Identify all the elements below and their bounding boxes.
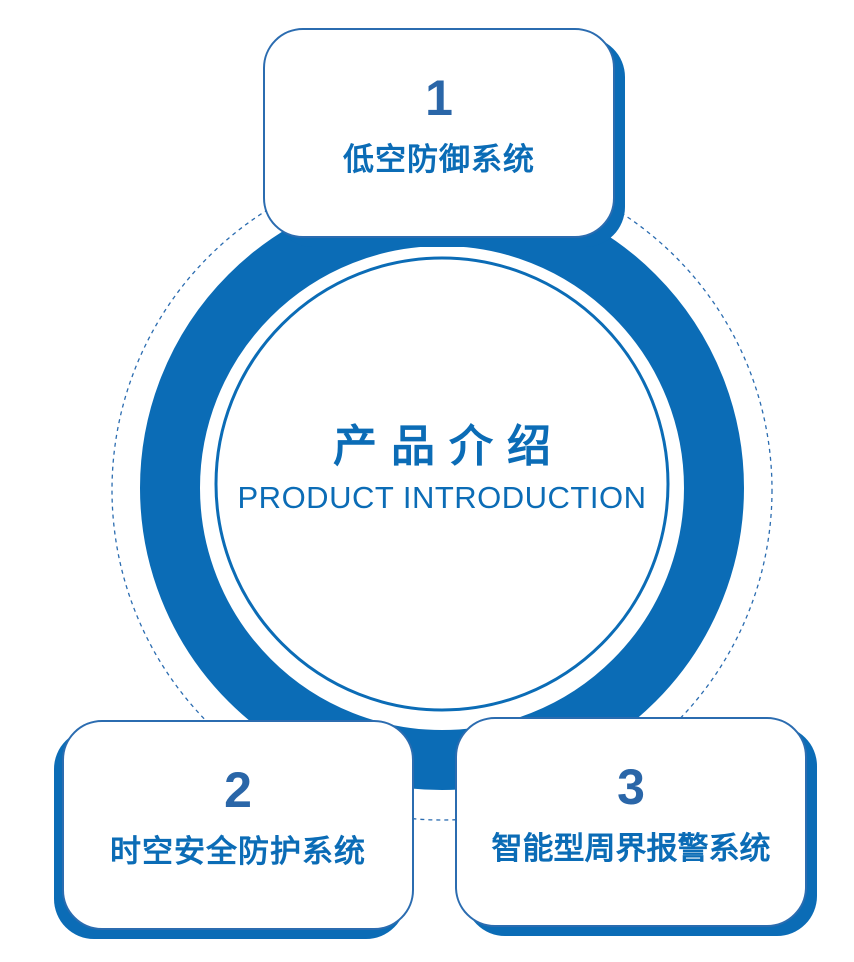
card-label: 时空安全防护系统 xyxy=(110,834,366,870)
card-label: 智能型周界报警系统 xyxy=(491,831,771,867)
title-cn: 产品介绍 xyxy=(333,421,565,472)
card-number: 2 xyxy=(224,762,252,818)
product-card-1: 1 低空防御系统 xyxy=(263,28,615,238)
product-card-3: 3 智能型周界报警系统 xyxy=(455,717,807,927)
title-en: PRODUCT INTRODUCTION xyxy=(237,480,647,515)
card-number: 1 xyxy=(425,70,453,126)
inner-disc xyxy=(214,256,670,712)
card-number: 3 xyxy=(617,759,645,815)
center-title: 产品介绍 PRODUCT INTRODUCTION xyxy=(216,410,668,516)
product-card-2: 2 时空安全防护系统 xyxy=(62,720,414,930)
card-label: 低空防御系统 xyxy=(343,142,535,178)
